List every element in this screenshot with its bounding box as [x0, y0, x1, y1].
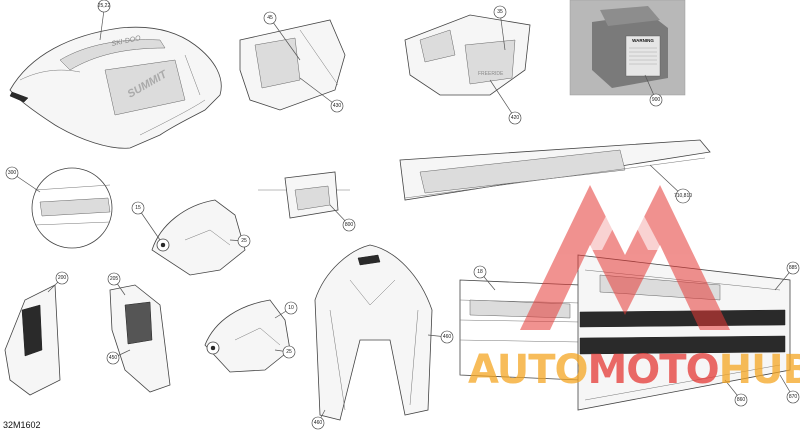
callout-200: 200 [58, 275, 67, 281]
callout-10: 10 [288, 305, 294, 311]
watermark-moto: MOTO [588, 347, 719, 393]
callout-710-810: 710,810 [674, 193, 692, 199]
hood-assembly: SKI-DOO SUMMIT 25,22 [9, 0, 222, 149]
callout-900: 900 [652, 97, 661, 103]
small-cover: 800 [258, 171, 356, 232]
callout-35: 35 [497, 9, 503, 15]
watermark-logo [520, 180, 730, 330]
callout-25-22: 25,22 [98, 3, 111, 9]
callout-18: 18 [477, 269, 483, 275]
console-upper: 15 25 [131, 199, 251, 276]
watermark-text: AUTOMOTOHUB [468, 347, 800, 393]
left-side-panels: 200 205 450 [4, 271, 171, 396]
callout-460-right: 460 [443, 334, 452, 340]
console-lower: 10 25 [204, 299, 298, 373]
center-panel: 460 460 [311, 244, 454, 430]
panel-brand-decal: FREERIDE [478, 71, 504, 77]
side-panel-right: FREERIDE 35 420 [404, 5, 531, 125]
detail-circle: 300 [5, 166, 113, 249]
callout-860: 860 [737, 397, 746, 403]
warning-label-text: WARNING [632, 38, 654, 43]
watermark-auto: AUTO [468, 347, 588, 393]
svg-text:AUTOMOTOHUB: AUTOMOTOHUB [468, 347, 800, 393]
callout-15: 15 [135, 205, 141, 211]
tunnel-strip: 710,810 [399, 139, 711, 204]
callout-885: 885 [789, 265, 798, 271]
side-panel-left: 45 430 [239, 11, 346, 113]
callout-450: 450 [109, 355, 118, 361]
warning-label-photo: WARNING 900 [569, 0, 686, 107]
callout-25-upper: 25 [241, 238, 247, 244]
figure-id: 32M1602 [3, 420, 41, 430]
callout-420: 420 [511, 115, 520, 121]
callout-460-bottom: 460 [314, 420, 323, 426]
callout-205: 205 [110, 276, 119, 282]
watermark-hub: HUB [719, 347, 800, 393]
callout-430: 430 [333, 103, 342, 109]
callout-870: 870 [789, 394, 798, 400]
callout-45: 45 [267, 15, 273, 21]
callout-300: 300 [8, 170, 17, 176]
callout-25-lower: 25 [286, 349, 292, 355]
callout-800: 800 [345, 222, 354, 228]
